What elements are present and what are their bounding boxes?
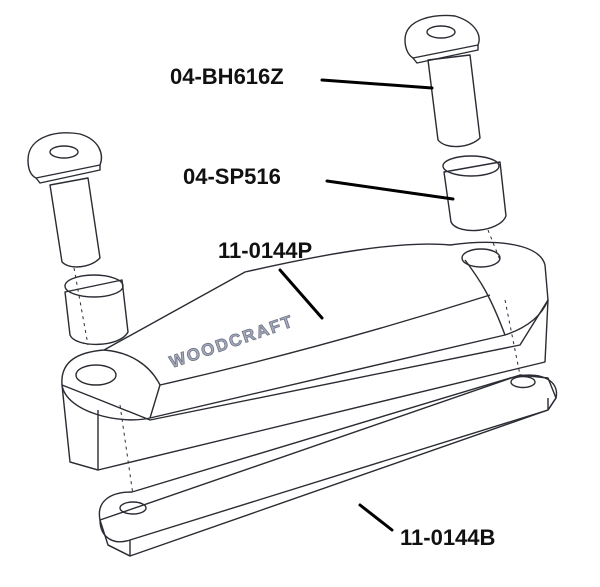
bolt-left: [27, 132, 103, 268]
bolt-04-bh616z: [404, 14, 481, 148]
label-11-0144b: 11-0144B: [400, 525, 495, 550]
backing-plate-11-0144b: [98, 374, 558, 557]
engraved-logo: WOODCRAFT: [167, 311, 296, 371]
spacer-left: [64, 274, 129, 346]
label-11-0144p: 11-0144P: [218, 238, 312, 263]
label-04-sp516: 04-SP516: [183, 164, 281, 189]
label-04-bh616z: 04-BH616Z: [170, 64, 284, 89]
leader-lines: [278, 78, 455, 532]
spacer-04-sp516: [442, 155, 507, 232]
